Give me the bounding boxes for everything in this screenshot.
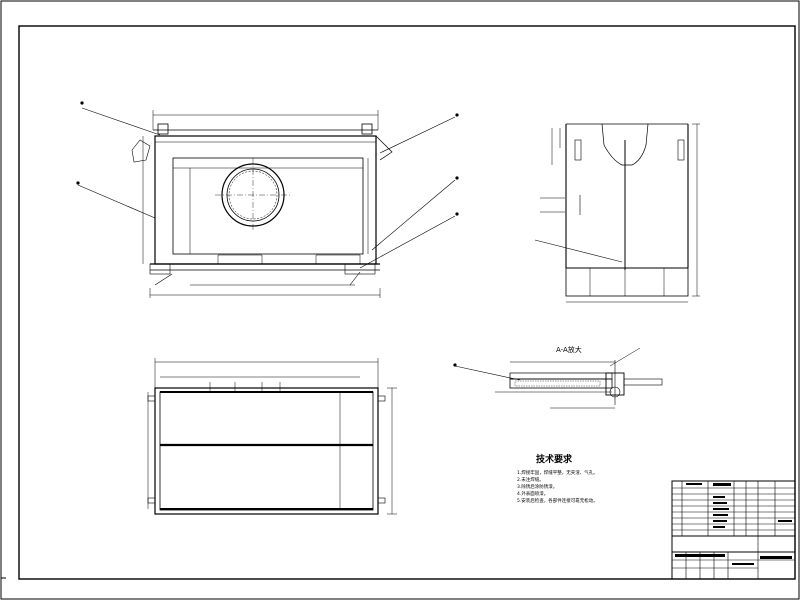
front-view-balloons	[76, 101, 459, 216]
cad-mark-blocks	[675, 483, 792, 565]
drawing-frame	[18, 25, 796, 580]
note-line: 3.除锈后涂防锈漆。	[517, 483, 557, 490]
detail-aa	[454, 347, 663, 409]
plan-view	[147, 358, 397, 515]
notes-title: 技术要求	[536, 453, 573, 465]
note-line: 5.安装后检查，各部件连接可靠无松动。	[517, 497, 598, 504]
note-line: 2.未注焊缝。	[517, 476, 544, 483]
front-view-leaders	[77, 107, 456, 269]
side-view-leaders	[534, 239, 623, 263]
note-line: 1.焊接牢固，焊缝平整，无夹渣、气孔。	[517, 469, 598, 476]
notes-list: 1.焊接牢固，焊缝平整，无夹渣、气孔。 2.未注焊缝。 3.除锈后涂防锈漆。 4…	[517, 469, 598, 504]
detail-balloon	[453, 363, 457, 367]
note-line: 4.外表面喷漆。	[517, 490, 548, 497]
front-view	[131, 110, 393, 298]
side-view	[540, 123, 700, 303]
title-block	[671, 480, 796, 580]
detail-title: A-A放大	[556, 345, 582, 354]
